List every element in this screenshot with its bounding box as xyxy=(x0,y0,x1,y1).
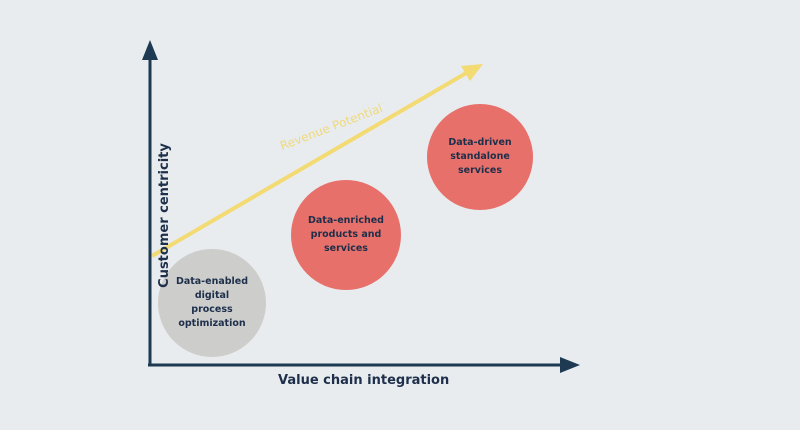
y-axis-label: Customer centricity xyxy=(156,143,172,288)
bubble-data-enriched-products-services: Data-enriched products and services xyxy=(291,180,401,290)
bubble-label: Data-enriched products and services xyxy=(308,215,384,254)
bubble-data-driven-standalone-services: Data-driven standalone services xyxy=(427,104,533,210)
x-axis-arrow-head xyxy=(560,357,580,373)
bubble-label: Data-driven standalone services xyxy=(448,137,512,176)
bubble-label: Data-enabled digital process optimizatio… xyxy=(175,276,249,329)
revenue-potential-arrow-head xyxy=(461,64,483,81)
y-axis-arrow-head xyxy=(142,40,158,60)
bubble-data-enabled-process-optimization: Data-enabled digital process optimizatio… xyxy=(158,249,266,357)
revenue-potential-arrow-line xyxy=(150,70,470,258)
x-axis-label: Value chain integration xyxy=(278,373,450,388)
